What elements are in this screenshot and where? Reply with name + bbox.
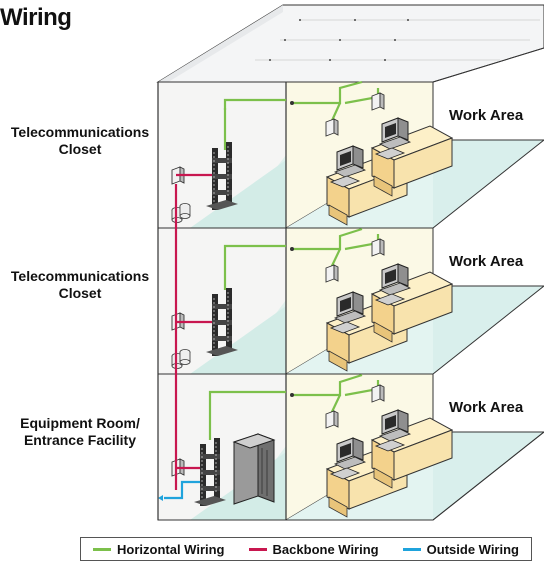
legend-label-outside: Outside Wiring <box>426 541 519 557</box>
equipment-room-label: Equipment Room/ Entrance Facility <box>2 415 158 449</box>
legend-item-outside: Outside Wiring <box>402 541 519 557</box>
floor-2 <box>157 227 544 375</box>
work-area-label-1: Work Area <box>449 107 524 124</box>
outside-swatch-icon <box>402 547 421 551</box>
floor-3 <box>157 373 544 521</box>
horizontal-swatch-icon <box>93 547 112 551</box>
floor-1 <box>157 80 544 229</box>
closet-label-1: Telecommunications Closet <box>2 124 158 158</box>
closet-label-1-line2: Closet <box>58 141 102 157</box>
legend: Horizontal Wiring Backbone Wiring Outsid… <box>80 537 532 561</box>
equipment-room-label-line1: Equipment Room/ <box>20 415 140 431</box>
equipment-room-label-line2: Entrance Facility <box>23 432 137 448</box>
legend-label-horizontal: Horizontal Wiring <box>117 541 225 557</box>
work-area-label-2: Work Area <box>449 253 524 270</box>
closet-label-2: Telecommunications Closet <box>2 268 158 302</box>
closet-label-2-line2: Closet <box>58 285 102 301</box>
backbone-swatch-icon <box>248 547 267 551</box>
legend-label-backbone: Backbone Wiring <box>272 541 379 557</box>
roof <box>156 4 544 83</box>
closet-label-2-line1: Telecommunications <box>10 268 150 284</box>
work-area-label-3: Work Area <box>449 399 524 416</box>
legend-item-backbone: Backbone Wiring <box>248 541 379 557</box>
closet-label-1-line1: Telecommunications <box>10 124 150 140</box>
legend-item-horizontal: Horizontal Wiring <box>93 542 225 557</box>
page-title: Wiring <box>0 4 72 31</box>
